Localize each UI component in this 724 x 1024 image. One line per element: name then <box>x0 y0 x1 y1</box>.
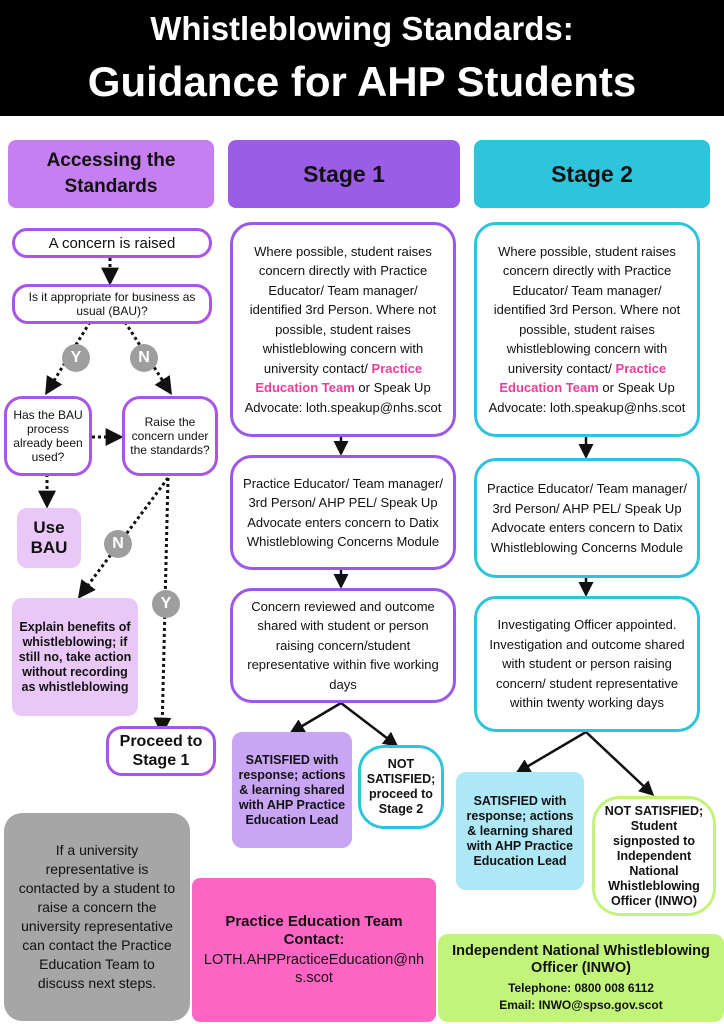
bau-used-text: Has the BAU process already been used? <box>13 408 83 464</box>
explain-benefits-text: Explain benefits of whistleblowing; if s… <box>18 619 132 694</box>
stage2-step2-box: Practice Educator/ Team manager/ 3rd Per… <box>474 458 700 578</box>
concern-raised-text: A concern is raised <box>48 234 176 252</box>
stage2-step1-text: Where possible, student raises concern d… <box>493 243 681 376</box>
title-line-1: Whistleblowing Standards: <box>150 10 574 47</box>
stage1-step3-box: Concern reviewed and outcome shared with… <box>230 588 456 703</box>
inwo-phone[interactable]: Telephone: 0800 008 6112 <box>508 980 654 995</box>
stage1-not-satisfied-box: NOT SATISFIED; proceed to Stage 2 <box>358 745 444 829</box>
stage1-satisfied-text: SATISFIED with response; actions & learn… <box>238 752 346 827</box>
n2-circle-text: N <box>112 535 124 552</box>
arrow-bau-n <box>123 321 172 396</box>
header-banner: Whistleblowing Standards: Guidance for A… <box>0 0 724 116</box>
pet-contact-title: Practice Education Team Contact: <box>225 913 403 948</box>
stage1-step3-text: Concern reviewed and outcome shared with… <box>247 598 439 692</box>
stage1-step2-text: Practice Educator/ Team manager/ 3rd Per… <box>243 475 443 550</box>
pet-contact-email[interactable]: LOTH.AHPPracticeEducation@nhs.scot <box>203 952 425 986</box>
raise-standards-box: Raise the concern under the standards? <box>122 396 218 476</box>
use-bau-text: Use BAU <box>30 518 68 557</box>
stage2-heading-text: Stage 2 <box>551 160 633 187</box>
university-note-box: If a university representative is contac… <box>4 813 190 1021</box>
stage2-step1-content: Where possible, student raises concern d… <box>487 242 687 418</box>
y-circle: Y <box>62 344 90 372</box>
stage2-step3-box: Investigating Officer appointed. Investi… <box>474 596 700 732</box>
stage1-step1-box: Where possible, student raises concern d… <box>230 222 456 437</box>
raise-standards-text: Raise the concern under the standards? <box>130 415 210 457</box>
stage2-satisfied-text: SATISFIED with response; actions & learn… <box>466 793 574 868</box>
stage2-pet-highlight: Practice Education Team <box>499 360 667 396</box>
inwo-title: Independent National Whistleblowing Offi… <box>452 942 710 976</box>
proceed-stage1-box: Proceed to Stage 1 <box>106 726 216 776</box>
y-circle-text: Y <box>70 349 82 366</box>
proceed-stage1-text: Proceed to Stage 1 <box>119 733 203 769</box>
accessing-heading: Accessing the Standards <box>8 140 214 208</box>
explain-benefits-box: Explain benefits of whistleblowing; if s… <box>12 598 138 716</box>
n2-circle: N <box>104 530 132 558</box>
stage1-heading-text: Stage 1 <box>303 160 385 187</box>
y2-circle-text: Y <box>160 595 172 612</box>
stage2-heading: Stage 2 <box>474 140 710 208</box>
inwo-contact-box: Independent National Whistleblowing Offi… <box>438 934 724 1022</box>
inwo-email[interactable]: Email: INWO@spso.gov.scot <box>499 997 663 1012</box>
stage1-not-satisfied-text: NOT SATISFIED; proceed to Stage 2 <box>366 757 436 816</box>
title-line-2: Guidance for AHP Students <box>87 58 637 105</box>
bau-question-text: Is it appropriate for business as usual … <box>28 290 196 318</box>
stage1-step1-content: Where possible, student raises concern d… <box>243 242 443 418</box>
y2-circle: Y <box>152 590 180 618</box>
stage1-step1-text-end: or Speak Up Advocate: loth.speakup@nhs.s… <box>244 380 442 415</box>
stage2-not-satisfied-text: NOT SATISFIED; Student signposted to Ind… <box>604 803 704 908</box>
pet-contact-box: Practice Education Team Contact: LOTH.AH… <box>192 878 436 1022</box>
accessing-heading-text: Accessing the Standards <box>46 150 176 197</box>
stage1-pet-highlight: Practice Education Team <box>255 360 423 396</box>
university-note-text: If a university representative is contac… <box>18 842 176 991</box>
stage1-step1-text: Where possible, student raises concern d… <box>249 243 437 376</box>
bau-question-box: Is it appropriate for business as usual … <box>12 284 212 324</box>
stage2-not-satisfied-box: NOT SATISFIED; Student signposted to Ind… <box>592 796 716 916</box>
use-bau-box: Use BAU <box>17 508 81 568</box>
n-circle-text: N <box>138 349 150 366</box>
stage1-step2-box: Practice Educator/ Team manager/ 3rd Per… <box>230 455 456 570</box>
n-circle: N <box>130 344 158 372</box>
stage2-step1-text-end: or Speak Up Advocate: loth.speakup@nhs.s… <box>488 380 686 415</box>
stage2-step1-box: Where possible, student raises concern d… <box>474 222 700 437</box>
stage2-step3-text: Investigating Officer appointed. Investi… <box>489 617 685 711</box>
stage1-satisfied-box: SATISFIED with response; actions & learn… <box>232 732 352 848</box>
stage1-heading: Stage 1 <box>228 140 460 208</box>
stage2-step2-text: Practice Educator/ Team manager/ 3rd Per… <box>487 481 687 555</box>
arrow-bau-y <box>45 321 92 396</box>
concern-raised-box: A concern is raised <box>12 228 212 258</box>
stage2-satisfied-box: SATISFIED with response; actions & learn… <box>456 772 584 890</box>
bau-used-box: Has the BAU process already been used? <box>4 396 92 476</box>
